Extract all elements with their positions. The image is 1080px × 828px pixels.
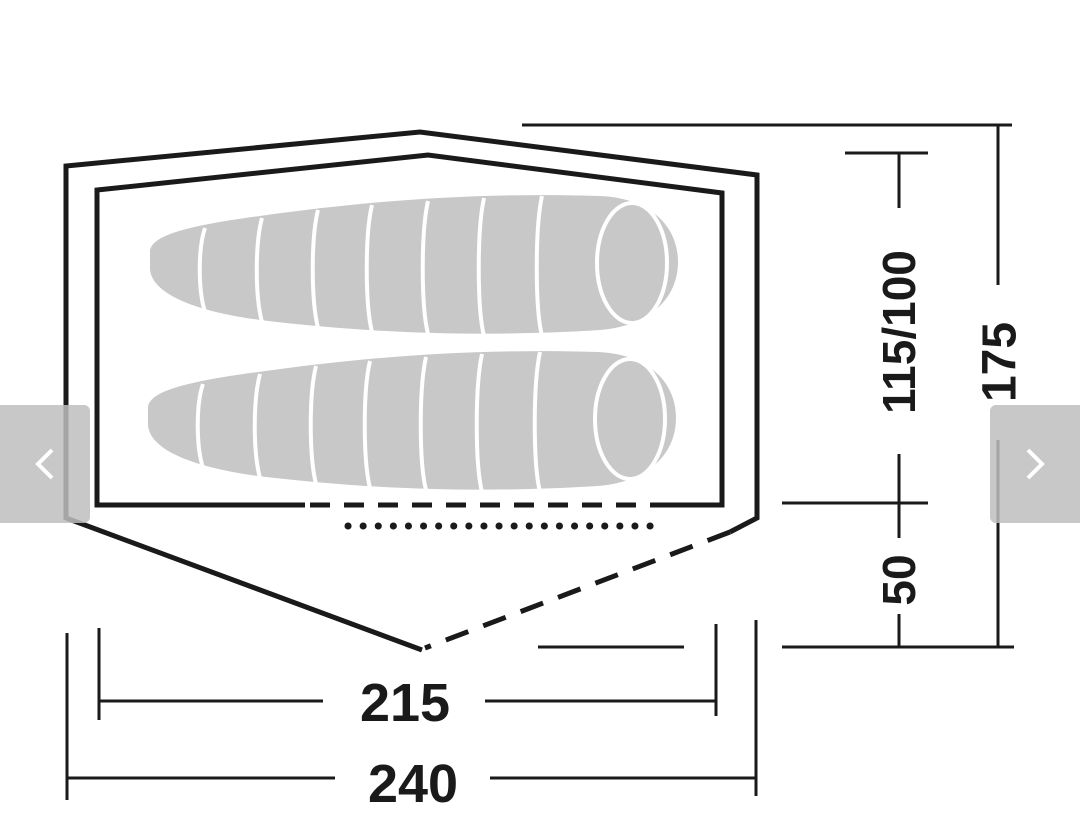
inner-depth-label: 115/100 xyxy=(873,250,925,414)
outer-width-label: 240 xyxy=(368,754,458,814)
chevron-right-icon xyxy=(1026,448,1045,480)
vestibule-depth-dimension: 50 xyxy=(873,554,925,647)
outer-depth-label: 175 xyxy=(974,322,1027,402)
inner-width-label: 215 xyxy=(360,673,450,733)
vestibule-dashed-edge xyxy=(424,529,731,651)
previous-image-button[interactable] xyxy=(0,405,90,523)
vestibule-depth-label: 50 xyxy=(873,554,925,605)
sleeping-bag-icon xyxy=(150,195,678,337)
inner-tent-outline xyxy=(94,152,725,508)
outer-depth-dimension: 175 xyxy=(974,125,1027,647)
sleeping-bag-icon xyxy=(148,351,676,493)
outer-width-dimension: 240 xyxy=(65,620,758,814)
next-image-button[interactable] xyxy=(990,405,1080,523)
inner-width-dimension: 215 xyxy=(97,624,718,733)
inner-depth-dimension: 115/100 xyxy=(845,151,928,538)
chevron-left-icon xyxy=(35,448,54,480)
